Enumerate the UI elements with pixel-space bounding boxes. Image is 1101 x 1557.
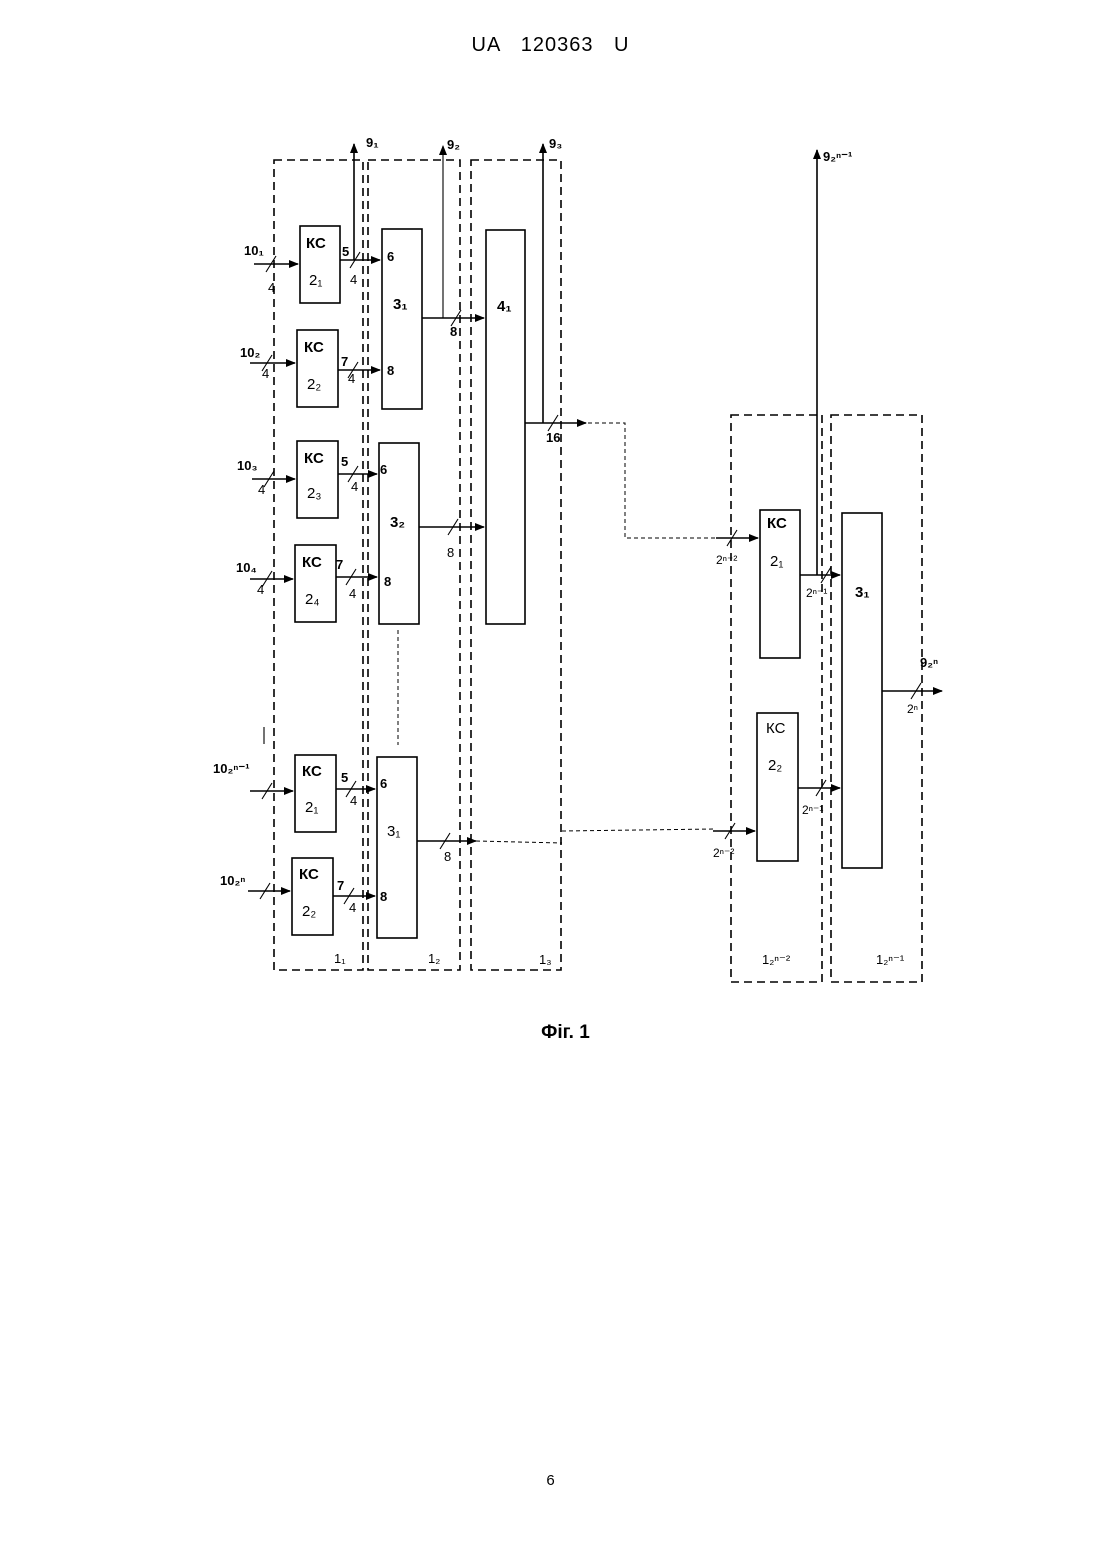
ks-label-r1: КС [767,515,787,532]
ks-num-1: 2₁ [309,272,322,289]
module-label-n2: 1₂ⁿ⁻² [762,952,791,967]
module-label-1: 1₁ [334,951,346,966]
ks-num-r2: 2₂ [768,757,782,774]
b4-1-name: 4₁ [497,298,512,315]
ks-num-4: 2₄ [305,591,319,608]
dashed-link-bottom-2 [562,829,716,831]
ks-num-2: 2₂ [307,376,321,393]
ks-label-4: КС [302,554,322,571]
out-label-4: 9₂ⁿ⁻¹ [823,149,852,164]
w-16: 16 [546,430,560,445]
pin-6-a: 6 [387,249,394,264]
ks-num-r1: 2₁ [770,553,783,570]
pin-6-b: 6 [380,462,387,477]
input-label-2: 10₂ [240,345,260,360]
w-right-in-2: 2ⁿ⁻² [713,846,734,860]
n-5-c: 5 [341,770,348,785]
ks-num-5: 2₁ [305,799,318,816]
module-label-2: 1₂ [428,951,440,966]
w-right-mid-1: 2ⁿ⁻¹ [806,586,827,600]
n-4-c: 4 [351,479,358,494]
pin-8-b: 8 [384,574,391,589]
n-5-b: 5 [341,454,348,469]
dashed-link-top [588,423,716,538]
ks-label-1: КС [306,235,326,252]
input-label-3: 10₃ [237,458,257,473]
n-7-a: 7 [341,354,348,369]
w-8-a: 8 [450,324,457,339]
n-4-b: 4 [348,371,355,386]
input-label-4: 10₄ [236,560,257,575]
module-n2-boundary [731,415,822,982]
out-label-2: 9₂ [447,137,460,152]
n-4-d: 4 [349,586,356,601]
ks-num-6: 2₂ [302,903,316,920]
w-in-2: 4 [262,366,269,381]
figure-caption: Фіг. 1 [0,1022,1101,1044]
out-label-1: 9₁ [366,135,379,150]
n-5-a: 5 [342,244,349,259]
ks-label-2: КС [304,339,324,356]
dashed-link-bottom [476,841,562,843]
n-4-a: 4 [350,272,357,287]
pin-6-c: 6 [380,776,387,791]
input-label-5: 10₂ⁿ⁻¹ [213,761,250,776]
w-8-c: 8 [444,849,451,864]
block-3-right [842,513,882,868]
w-in-3: 4 [258,482,265,497]
b3-1-name: 3₁ [393,296,408,313]
bus-slash-marks-3 [440,310,461,849]
out-label-5: 9₂ⁿ [920,655,938,670]
input-label-6: 10₂ⁿ [220,873,245,888]
ks-label-r2: КС [766,720,786,737]
w-right-mid-2: 2ⁿ⁻¹ [802,803,823,817]
pin-8-c: 8 [380,889,387,904]
b3-right-name: 3₁ [855,584,870,601]
n-4-e: 4 [350,793,357,808]
w-8-b: 8 [447,545,454,560]
module-label-n1: 1₂ⁿ⁻¹ [876,952,905,967]
ks-num-3: 2₃ [307,485,321,502]
w-right-in-1: 2ⁿ⁻² [716,553,737,567]
w-in-1: 4 [268,280,275,295]
out-label-3: 9₃ [549,136,562,151]
n-7-b: 7 [336,557,343,572]
ks-label-5: КС [302,763,322,780]
ks-block-right-1 [760,510,800,658]
ks-label-6: КС [299,866,319,883]
bus-slash-marks-4 [725,530,921,839]
w-right-out: 2ⁿ [907,702,918,716]
block-4-1 [486,230,525,624]
w-in-4: 4 [257,582,264,597]
b3-2-name: 3₂ [390,514,405,531]
ks-label-3: КС [304,450,324,467]
pin-8-a: 8 [387,363,394,378]
n-4-f: 4 [349,900,356,915]
page-number: 6 [0,1472,1101,1489]
input-label-1: 10₁ [244,243,264,258]
b3-1b-name: 3₁ [387,823,400,840]
module-label-3: 1₃ [539,952,552,967]
n-7-c: 7 [337,878,344,893]
